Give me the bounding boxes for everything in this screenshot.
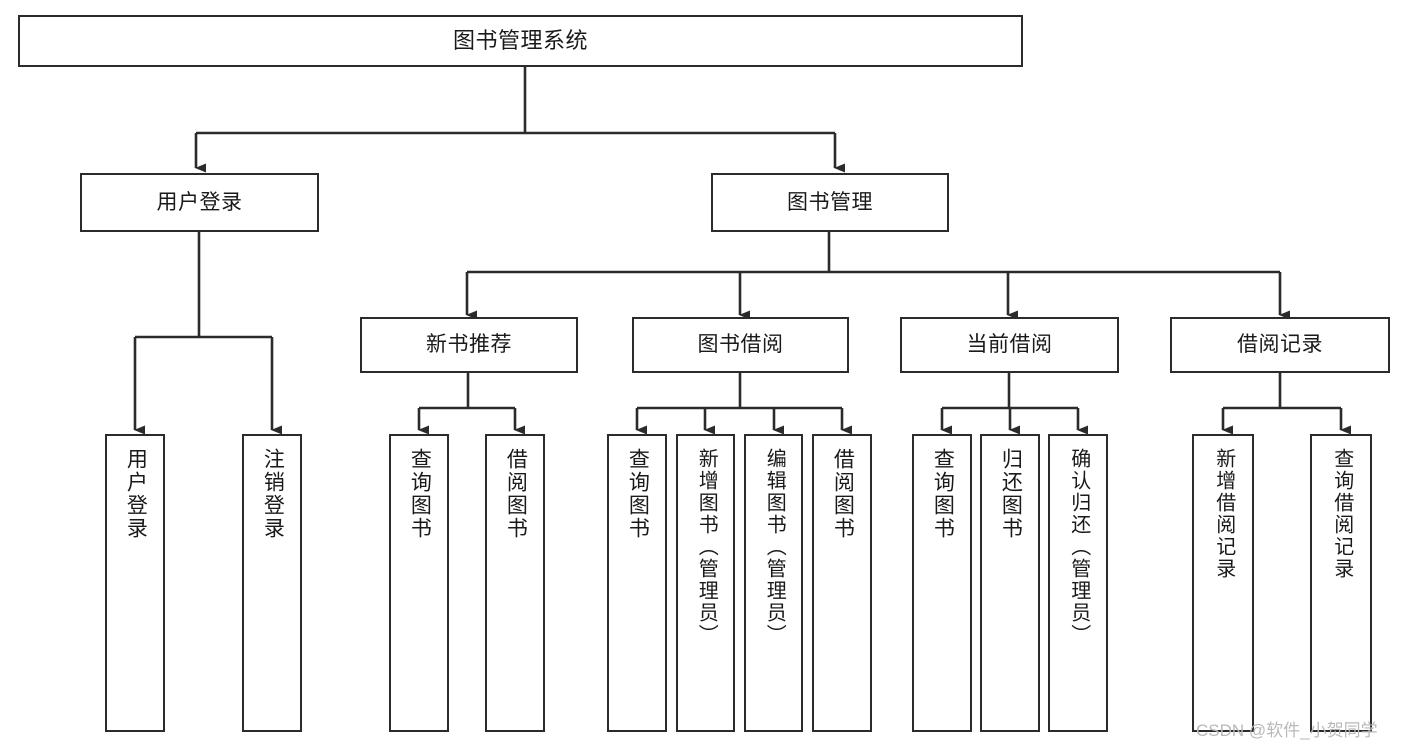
node-label: 借阅记录: [1237, 333, 1323, 357]
node-new-book-recommendation[interactable]: 新书推荐: [360, 317, 578, 373]
leaf-new-book-borrow[interactable]: 借阅图书: [485, 434, 545, 732]
node-label: 图书借阅: [697, 333, 784, 357]
node-label: 注销登录: [261, 448, 285, 540]
node-label: 新书推荐: [426, 333, 512, 357]
node-label: 确认归还（管理员）: [1067, 448, 1090, 646]
leaf-current-confirm-return-admin[interactable]: 确认归还（管理员）: [1048, 434, 1108, 732]
node-label: 图书管理: [787, 190, 873, 214]
node-label: 归还图书: [999, 448, 1023, 540]
node-label: 查询借阅记录: [1330, 448, 1353, 580]
node-borrow-records[interactable]: 借阅记录: [1170, 317, 1390, 373]
node-label: 编辑图书（管理员）: [763, 448, 786, 646]
leaf-borrow-add-admin[interactable]: 新增图书（管理员）: [676, 434, 735, 732]
node-root-system[interactable]: 图书管理系统: [18, 15, 1023, 67]
node-label: 查询图书: [931, 448, 955, 540]
leaf-borrow-query[interactable]: 查询图书: [607, 434, 667, 732]
node-label: 图书管理系统: [452, 27, 588, 53]
leaf-user-login[interactable]: 用户登录: [105, 434, 165, 732]
node-book-management[interactable]: 图书管理: [711, 173, 949, 232]
csdn-watermark: CSDN @软件_小贺同学: [1196, 721, 1378, 740]
node-current-borrowing[interactable]: 当前借阅: [900, 317, 1119, 373]
node-label: 借阅图书: [831, 448, 855, 540]
leaf-records-query[interactable]: 查询借阅记录: [1310, 434, 1372, 732]
node-label: 用户登录: [124, 448, 148, 540]
leaf-new-book-query[interactable]: 查询图书: [389, 434, 449, 732]
leaf-current-query[interactable]: 查询图书: [912, 434, 972, 732]
node-book-borrowing[interactable]: 图书借阅: [632, 317, 849, 373]
node-label: 查询图书: [408, 448, 432, 540]
node-user-login[interactable]: 用户登录: [80, 173, 319, 232]
leaf-borrow-edit-admin[interactable]: 编辑图书（管理员）: [744, 434, 803, 732]
leaf-borrow-borrow[interactable]: 借阅图书: [812, 434, 872, 732]
leaf-logout[interactable]: 注销登录: [242, 434, 302, 732]
node-label: 用户登录: [156, 190, 243, 214]
leaf-records-add[interactable]: 新增借阅记录: [1192, 434, 1254, 732]
node-label: 当前借阅: [966, 333, 1053, 357]
leaf-current-return[interactable]: 归还图书: [980, 434, 1040, 732]
node-label: 新增图书（管理员）: [695, 448, 718, 646]
node-label: 查询图书: [626, 448, 650, 540]
node-label: 借阅图书: [504, 448, 528, 540]
node-label: 新增借阅记录: [1212, 448, 1235, 580]
